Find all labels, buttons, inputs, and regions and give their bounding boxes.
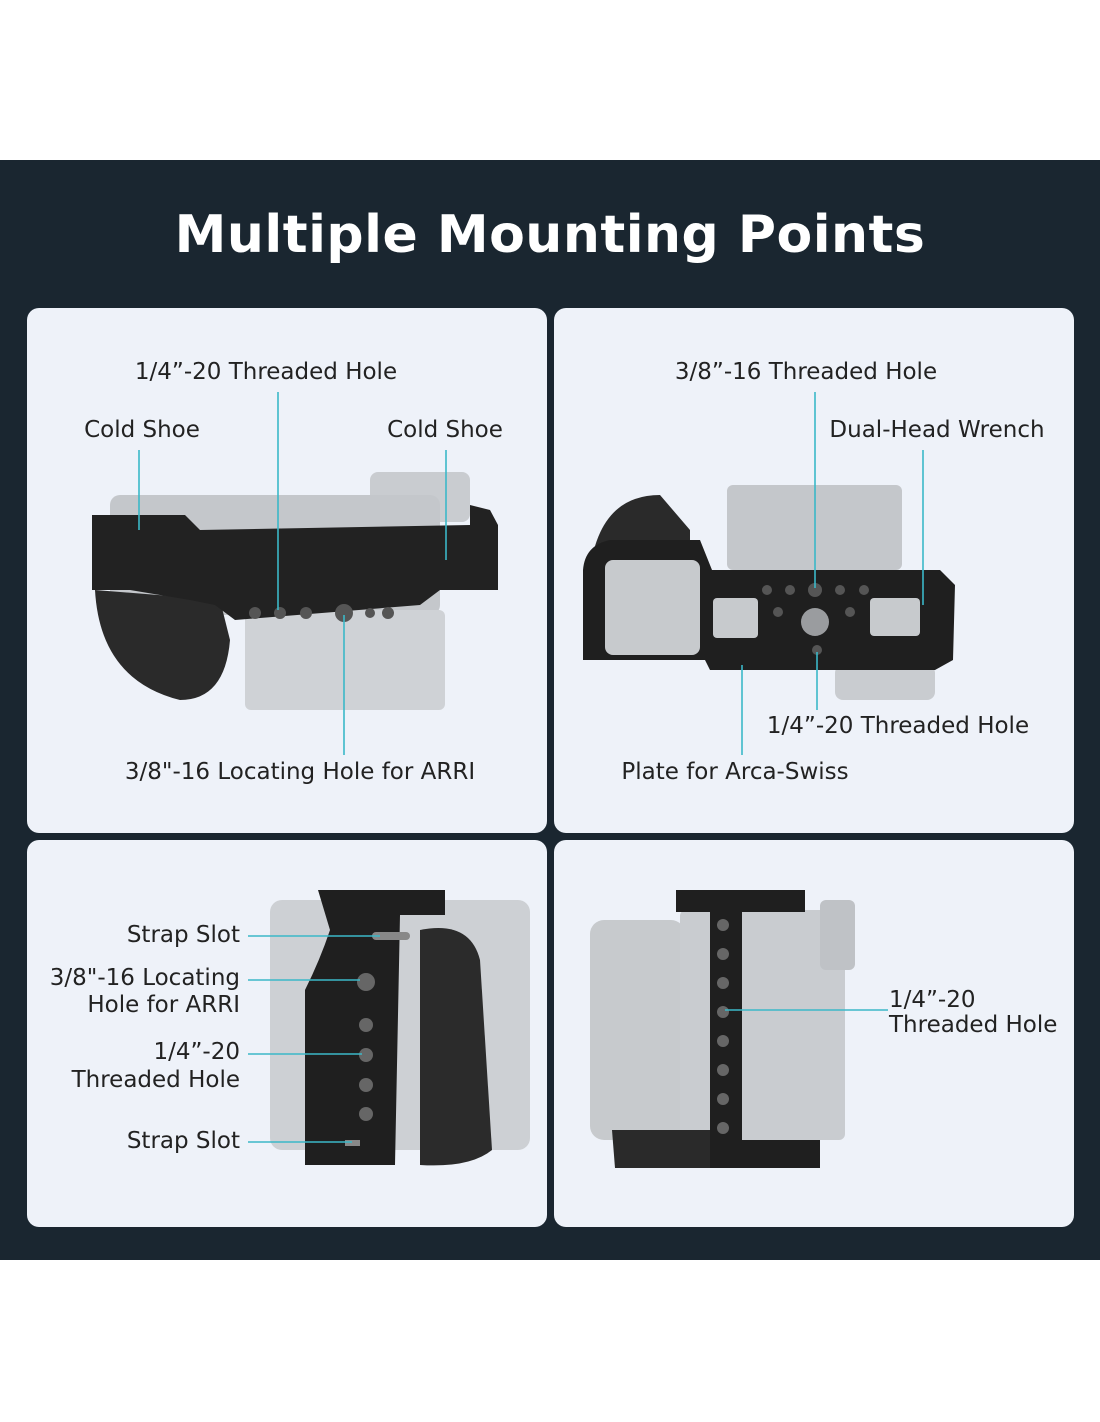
label-arri-line1: 3/8"-16 Locating <box>49 965 240 991</box>
label-front-thread-line1: 1/4”-20 <box>889 987 976 1013</box>
label-front-thread-line2: Threaded Hole <box>889 1012 1058 1038</box>
label-cold-shoe-left: Cold Shoe <box>84 417 200 443</box>
label-arca-swiss-plate: Plate for Arca-Swiss <box>621 759 849 785</box>
camera-cage-top-view <box>92 472 498 710</box>
label-strap-slot-top: Strap Slot <box>126 922 240 948</box>
label-thread-line1: 1/4”-20 <box>153 1039 241 1065</box>
leader-lines <box>138 392 924 1143</box>
label-cold-shoe-right: Cold Shoe <box>387 417 503 443</box>
camera-cage-side-view <box>270 890 530 1166</box>
page-title: Multiple Mounting Points <box>174 205 926 265</box>
label-quarter-threaded-hole-bottom: 1/4”-20 Threaded Hole <box>766 713 1030 739</box>
label-dual-head-wrench: Dual-Head Wrench <box>829 417 1045 443</box>
label-arri-line2: Hole for ARRI <box>87 992 240 1018</box>
label-thread-line2: Threaded Hole <box>71 1067 240 1093</box>
label-three-eighths-threaded-hole: 3/8”-16 Threaded Hole <box>674 359 938 385</box>
label-strap-slot-bottom: Strap Slot <box>126 1128 240 1154</box>
camera-cage-bottom-view <box>583 485 955 700</box>
label-quarter-threaded-hole: 1/4”-20 Threaded Hole <box>134 359 398 385</box>
camera-cage-front-view <box>590 890 855 1168</box>
label-arri-locating-hole: 3/8"-16 Locating Hole for ARRI <box>124 759 476 785</box>
